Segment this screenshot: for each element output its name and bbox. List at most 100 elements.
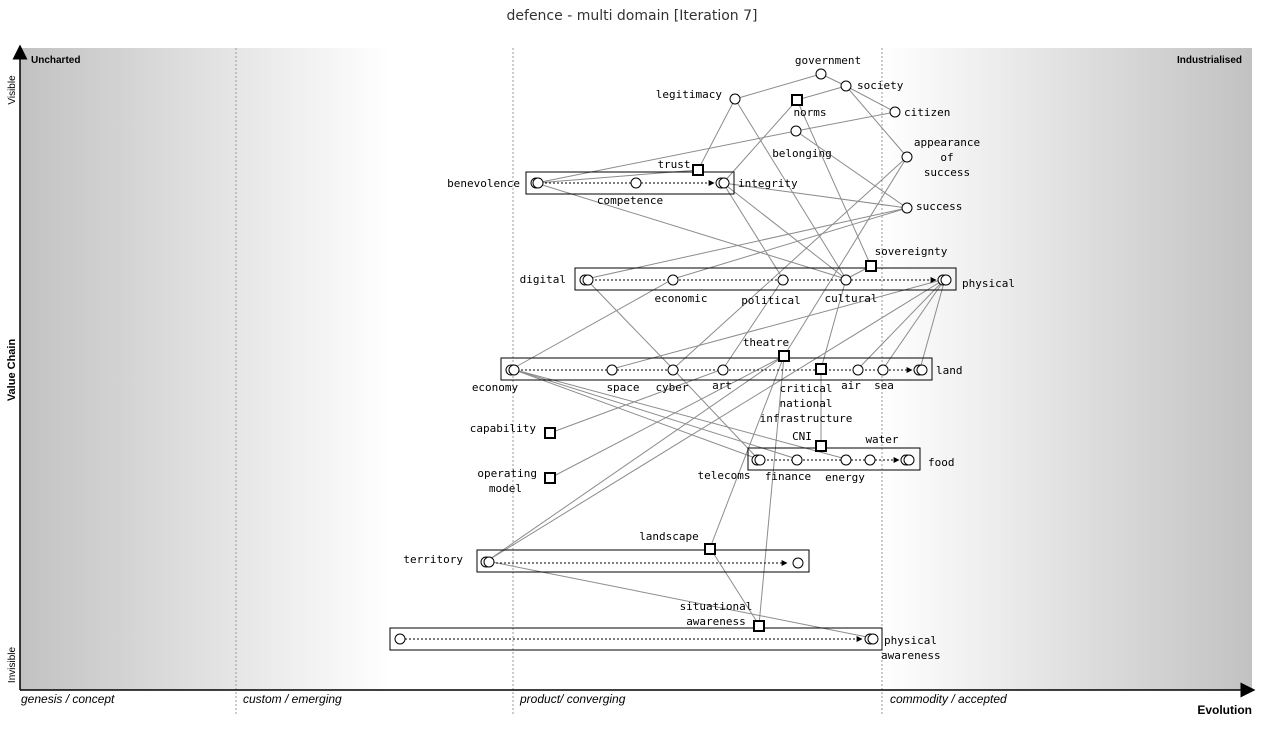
label-government: government <box>795 54 861 67</box>
label-cultural: cultural <box>825 292 878 305</box>
label-operating-model-line1: operating <box>477 467 537 480</box>
node-appearance-of-success <box>901 151 913 163</box>
label-political: political <box>741 294 801 307</box>
node-cultural <box>840 274 852 286</box>
stage-commodity: commodity / accepted <box>890 692 1007 706</box>
node-success <box>901 202 913 214</box>
node-territory-b <box>483 556 495 568</box>
label-physical-awareness-line2: awareness <box>881 649 941 662</box>
node-territory-evolved <box>792 557 804 569</box>
label-situational-line1: situational <box>680 600 753 613</box>
y-axis-top-label: Visible <box>7 75 18 105</box>
node-food-b <box>903 454 915 466</box>
label-theatre: theatre <box>743 336 789 349</box>
label-finance: finance <box>765 470 811 483</box>
node-physical-awareness-origin <box>394 633 406 645</box>
label-economic: economic <box>655 292 708 305</box>
node-theatre <box>778 350 790 362</box>
label-situational-line2: awareness <box>686 615 746 628</box>
node-competence <box>630 177 642 189</box>
node-air <box>852 364 864 376</box>
label-trust: trust <box>657 158 690 171</box>
label-territory: territory <box>403 553 463 566</box>
node-space <box>606 364 618 376</box>
node-landscape <box>704 543 716 555</box>
label-appearance-line3: success <box>924 166 970 179</box>
label-space: space <box>606 381 639 394</box>
node-norms <box>791 94 803 106</box>
label-cni: CNI <box>792 430 812 443</box>
label-appearance-line2: of <box>940 151 953 164</box>
node-economic <box>667 274 679 286</box>
label-sovereignty: sovereignty <box>875 245 948 258</box>
node-belonging <box>790 125 802 137</box>
label-land: land <box>936 364 963 377</box>
label-telecoms: telecoms <box>698 469 751 482</box>
label-energy: energy <box>825 471 865 484</box>
label-operating-model-line2: model <box>489 482 522 495</box>
label-integrity: integrity <box>738 177 798 190</box>
node-sovereignty <box>865 260 877 272</box>
corner-uncharted: Uncharted <box>31 55 80 66</box>
label-physical: physical <box>962 277 1015 290</box>
node-physical-b <box>940 274 952 286</box>
label-digital: digital <box>520 273 566 286</box>
node-digital-b <box>582 274 594 286</box>
y-axis-label: Value Chain <box>6 339 18 402</box>
stage-genesis: genesis / concept <box>21 692 115 706</box>
label-citizen: citizen <box>904 106 950 119</box>
node-energy <box>840 454 852 466</box>
map-title: defence - multi domain [Iteration 7] <box>507 8 758 24</box>
label-society: society <box>857 79 904 92</box>
node-government <box>815 68 827 80</box>
label-belonging: belonging <box>772 147 832 160</box>
node-benevolence-b <box>532 177 544 189</box>
label-water: water <box>865 433 898 446</box>
label-benevolence: benevolence <box>447 177 520 190</box>
node-finance <box>791 454 803 466</box>
node-society <box>840 80 852 92</box>
label-cni-line1: critical <box>780 382 833 395</box>
node-operating-model <box>544 472 556 484</box>
label-physical-awareness-line1: physical <box>884 634 937 647</box>
node-telecoms-b <box>754 454 766 466</box>
y-axis-bottom-label: Invisible <box>7 647 18 684</box>
component-labels: government society legitimacy norms citi… <box>403 54 1015 662</box>
corner-industrialised: Industrialised <box>1177 55 1242 66</box>
label-landscape: landscape <box>639 530 699 543</box>
node-art <box>717 364 729 376</box>
label-art: art <box>712 379 732 392</box>
node-political <box>777 274 789 286</box>
label-legitimacy: legitimacy <box>656 88 723 101</box>
stage-custom: custom / emerging <box>243 692 342 706</box>
node-sea <box>877 364 889 376</box>
node-citizen <box>889 106 901 118</box>
dependency-links <box>486 73 946 639</box>
node-water <box>864 454 876 466</box>
label-economy: economy <box>472 381 519 394</box>
node-integrity-b <box>718 177 730 189</box>
node-land-b <box>916 364 928 376</box>
label-cni-line3: infrastructure <box>760 412 853 425</box>
evolution-arrows <box>405 180 937 642</box>
label-cni-line2: national <box>780 397 833 410</box>
stage-product: product/ converging <box>519 692 626 706</box>
label-cyber: cyber <box>655 381 688 394</box>
label-air: air <box>841 379 861 392</box>
node-cni <box>815 440 827 452</box>
pipeline-boxes <box>389 171 957 651</box>
node-cyber <box>667 364 679 376</box>
x-axis-label: Evolution <box>1197 703 1252 717</box>
label-success: success <box>916 200 962 213</box>
node-critical-national-infrastructure <box>815 363 827 375</box>
map-background <box>20 48 1252 690</box>
label-competence: competence <box>597 194 663 207</box>
label-food: food <box>928 456 955 469</box>
node-trust <box>692 164 704 176</box>
label-appearance-line1: appearance <box>914 136 980 149</box>
label-norms: norms <box>793 106 826 119</box>
node-capability <box>544 427 556 439</box>
node-economy-b <box>508 364 520 376</box>
node-legitimacy <box>729 93 741 105</box>
